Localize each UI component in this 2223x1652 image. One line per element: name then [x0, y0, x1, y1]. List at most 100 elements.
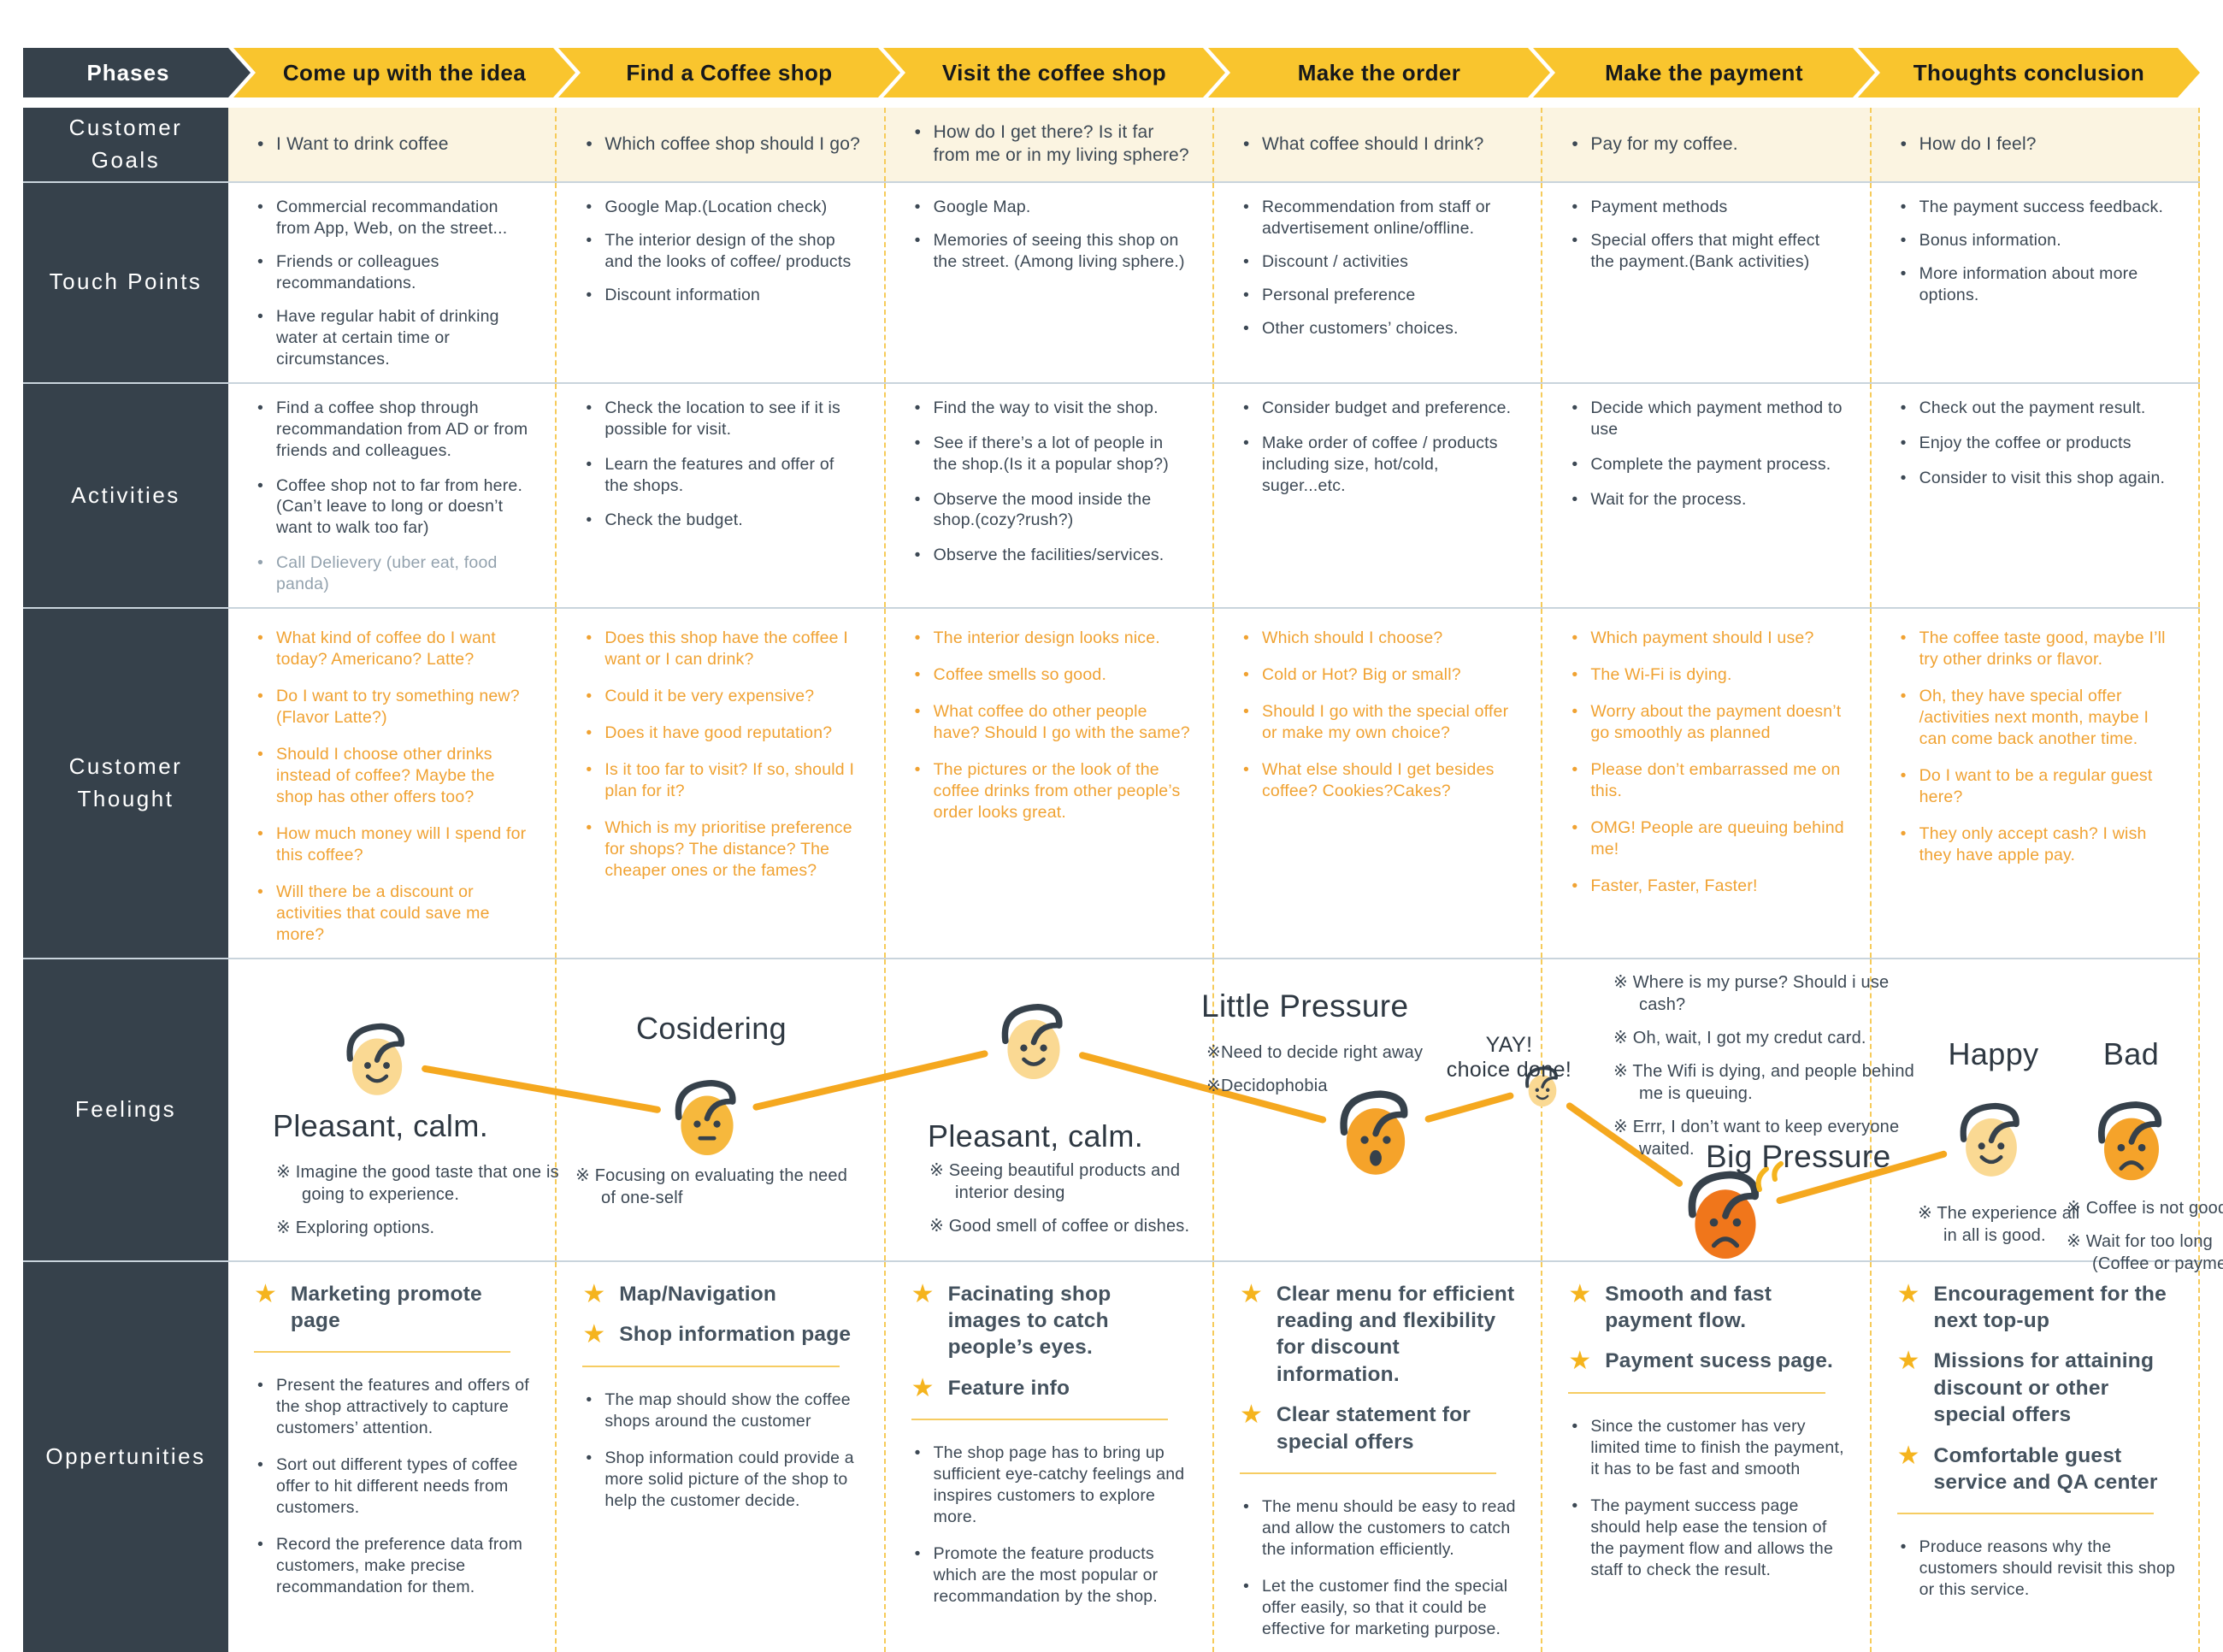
- bullet-item: The shop page has to bring up sufficient…: [911, 1443, 1190, 1528]
- bullet-item: Observe the facilities/services.: [911, 545, 1190, 566]
- feeling-note-item: ※ The Wifi is dying, and people behind m…: [1613, 1061, 1914, 1103]
- goals-cell-3: How do I get there? Is it far from me or…: [885, 108, 1214, 181]
- heading-underline: [1239, 1472, 1497, 1474]
- opportunity-heading: ★Encouragement for the next top-up: [1897, 1281, 2176, 1335]
- touch-cell-1: Commercial recommandation from App, Web,…: [228, 183, 557, 382]
- bullet-item: Complete the payment process.: [1568, 454, 1847, 475]
- smile-face-icon: [1523, 1065, 1562, 1109]
- bullet-item: Could it be very expensive?: [582, 686, 861, 707]
- star-icon: ★: [911, 1279, 935, 1308]
- phase-arrow-4: Make the order: [1208, 48, 1550, 97]
- phase-arrow-1: Come up with the idea: [233, 48, 575, 97]
- star-icon: ★: [582, 1279, 606, 1308]
- bullet-item: Cold or Hot? Big or small?: [1240, 664, 1518, 686]
- opportunities-cell-1: ★Marketing promote pagePresent the featu…: [228, 1261, 557, 1652]
- thought-cell-3: The interior design looks nice. Coffee sm…: [886, 609, 1214, 958]
- bullet-item: How do I get there? Is it far from me or…: [911, 121, 1190, 168]
- bullet-item: More information about more options.: [1897, 263, 2176, 306]
- touch-cell-4: Recommendation from staff or advertiseme…: [1214, 183, 1543, 382]
- opportunities-cell-5: ★Smooth and fast payment flow.★Payment s…: [1542, 1261, 1872, 1652]
- bullet-item: OMG! People are queuing behind me!: [1568, 817, 1847, 860]
- column-separator: [884, 959, 886, 1260]
- bullet-item: Special offers that might effect the pay…: [1568, 230, 1847, 273]
- bullet-item: Discount / activities: [1240, 251, 1518, 273]
- star-icon: ★: [1568, 1279, 1592, 1308]
- heading-underline: [1568, 1391, 1825, 1394]
- bullet-item: Google Map.(Location check): [582, 197, 861, 218]
- bullet-item: Discount information: [582, 285, 861, 306]
- bullet-item: Present the features and offers of the s…: [254, 1375, 533, 1439]
- bullet-item: Since the customer has very limited time…: [1568, 1416, 1847, 1480]
- bullet-item: Let the customer find the special offer …: [1240, 1576, 1518, 1640]
- star-icon: ★: [911, 1373, 935, 1402]
- opportunity-heading: ★ Facinating shop images to catch people’…: [911, 1281, 1190, 1361]
- bullet-item: Pay for my coffee.: [1568, 133, 1847, 156]
- bullet-item: Find the way to visit the shop.: [911, 398, 1190, 419]
- angry-face-icon: [1683, 1160, 1784, 1265]
- feeling-title: Bad: [2102, 1035, 2160, 1071]
- heading-underline: [582, 1365, 840, 1367]
- opportunity-heading: ★ Clear statement for special offers: [1240, 1401, 1518, 1455]
- feeling-notes: ※ The experience all in all is good.: [1918, 1202, 2080, 1247]
- feeling-notes: ※ Coffee is not good※ Wait for too long …: [2067, 1197, 2223, 1275]
- bullet-item: Have regular habit of drinking water at …: [254, 306, 533, 370]
- bullet-item: Learn the features and offer of the shop…: [582, 454, 861, 497]
- feeling-note-item: ※Need to decide right away: [1206, 1042, 1424, 1062]
- bullet-item: Check out the payment result.: [1897, 398, 2176, 419]
- bullet-item: What kind of coffee do I want today? Ame…: [254, 628, 533, 670]
- bullet-item: Does this shop have the coffee I want or…: [582, 628, 861, 670]
- row-label-customer-goals: Customer Goals: [23, 108, 228, 181]
- opportunity-heading: ★Shop information page: [582, 1321, 861, 1348]
- bullet-item: Google Map.: [911, 197, 1190, 218]
- opportunity-heading-label: Shop information page: [619, 1323, 852, 1347]
- feeling-notes: ※ Where is my purse? Should i use cash?※…: [1613, 971, 1914, 1160]
- opportunity-heading-label: Clear statement for special offers: [1276, 1403, 1471, 1454]
- phase-arrow-5: Make the payment: [1533, 48, 1875, 97]
- opportunities-cell-6: ★Encouragement for the next top-up★Missi…: [1872, 1261, 2200, 1652]
- feeling-title: Pleasant, calm.: [928, 1118, 1144, 1153]
- bullet-item: Coffee smells so good.: [911, 664, 1190, 686]
- bullet-item: The coffee taste good, maybe I’ll try ot…: [1897, 628, 2176, 670]
- star-icon: ★: [1239, 1401, 1263, 1430]
- phase-arrow-label: Make the payment: [1605, 59, 1803, 86]
- touch-cell-3: Google Map. Memories of seeing this shop …: [886, 183, 1214, 382]
- feeling-notes: ※ Focusing on evaluating the need of one…: [575, 1165, 862, 1209]
- bullet-item: The interior design looks nice.: [911, 628, 1190, 649]
- smile-face-icon: [342, 1020, 412, 1100]
- bullet-item: The pictures or the look of the coffee d…: [911, 759, 1190, 823]
- row-label-feelings: Feelings: [23, 959, 228, 1260]
- opportunity-heading-label: Payment sucess page.: [1605, 1349, 1834, 1373]
- feeling-note-item: ※ Wait for too long (Coffee or payment): [2067, 1231, 2223, 1273]
- goals-cell-2: Which coffee shop should I go?: [557, 108, 886, 181]
- bullet-item: Consider to visit this shop again.: [1897, 468, 2176, 489]
- emotion-curve: [422, 1050, 1948, 1204]
- bullet-item: Promote the feature products which are t…: [911, 1543, 1190, 1608]
- bullet-item: Faster, Faster, Faster!: [1568, 876, 1847, 897]
- bullet-item: Observe the mood inside the shop.(cozy?r…: [911, 489, 1190, 532]
- phases-label-arrow: Phases: [23, 48, 251, 97]
- bullet-item: Memories of seeing this shop on the stre…: [911, 230, 1190, 273]
- bullet-item: They only accept cash? I wish they have …: [1897, 823, 2176, 866]
- row-label-opportunities: Oppertunities: [23, 1261, 228, 1652]
- activities-cell-5: Decide which payment method to useComple…: [1542, 383, 1872, 608]
- touch-cell-2: Google Map.(Location check)The interior …: [557, 183, 886, 382]
- bullet-item: Do I want to try something new? (Flavor …: [254, 686, 533, 729]
- opportunities-cell-2: ★Map/Navigation★Shop information pageThe…: [557, 1261, 886, 1652]
- sweat-drops-icon: [1751, 1159, 1785, 1198]
- bullet-item: Call Delievery (uber eat, food panda): [254, 552, 533, 595]
- feeling-note-item: ※ Exploring options.: [276, 1218, 435, 1237]
- bullet-item: Please don’t embarrassed me on this.: [1568, 759, 1847, 802]
- bullet-item: What else should I get besides coffee? C…: [1240, 759, 1518, 802]
- row-feelings: Feelings: [23, 957, 2223, 1273]
- customer-thought-cells: What kind of coffee do I want today? Ame…: [228, 609, 2200, 958]
- opportunity-heading: ★Map/Navigation: [582, 1281, 861, 1308]
- bullet-item: Other customers’ choices.: [1240, 318, 1518, 339]
- smile-face-icon: [997, 1000, 1070, 1084]
- heading-underline: [1896, 1513, 2154, 1515]
- bullet-item: What coffee should I drink?: [1240, 133, 1518, 156]
- bullet-item: Enjoy the coffee or products: [1897, 433, 2176, 454]
- phase-arrow-label: Find a Coffee shop: [626, 59, 833, 86]
- opportunity-heading-label: Facinating shop images to catch people’s…: [947, 1282, 1112, 1360]
- bullet-item: The map should show the coffee shops aro…: [582, 1389, 861, 1432]
- star-icon: ★: [1896, 1279, 1920, 1308]
